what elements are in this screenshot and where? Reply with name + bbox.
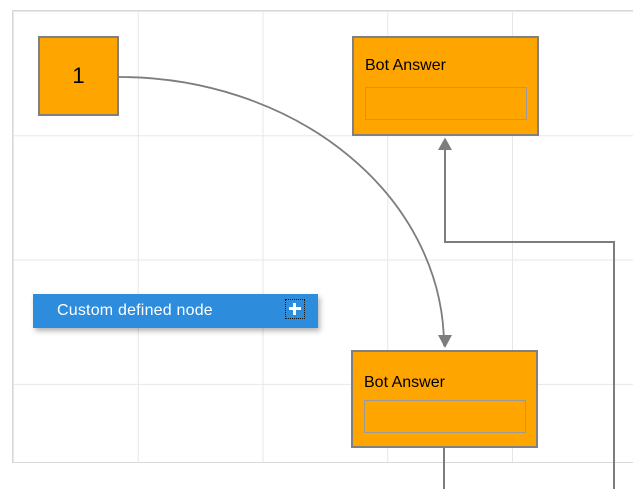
node-start-label: 1 xyxy=(72,63,85,88)
node-custom-defined[interactable]: Custom defined node xyxy=(33,294,318,328)
node-bot-answer-top[interactable]: Bot Answer xyxy=(352,36,539,136)
node-bot-answer-bottom[interactable]: Bot Answer xyxy=(351,350,538,448)
node-title: Bot Answer xyxy=(365,57,446,74)
plus-icon[interactable] xyxy=(285,299,305,319)
bot-answer-input[interactable] xyxy=(364,400,526,433)
node-custom-label: Custom defined node xyxy=(57,302,213,319)
node-title: Bot Answer xyxy=(364,374,445,391)
plus-icon-bar xyxy=(293,303,296,315)
bot-answer-input[interactable] xyxy=(365,87,527,120)
node-start[interactable]: 1 xyxy=(38,36,119,116)
